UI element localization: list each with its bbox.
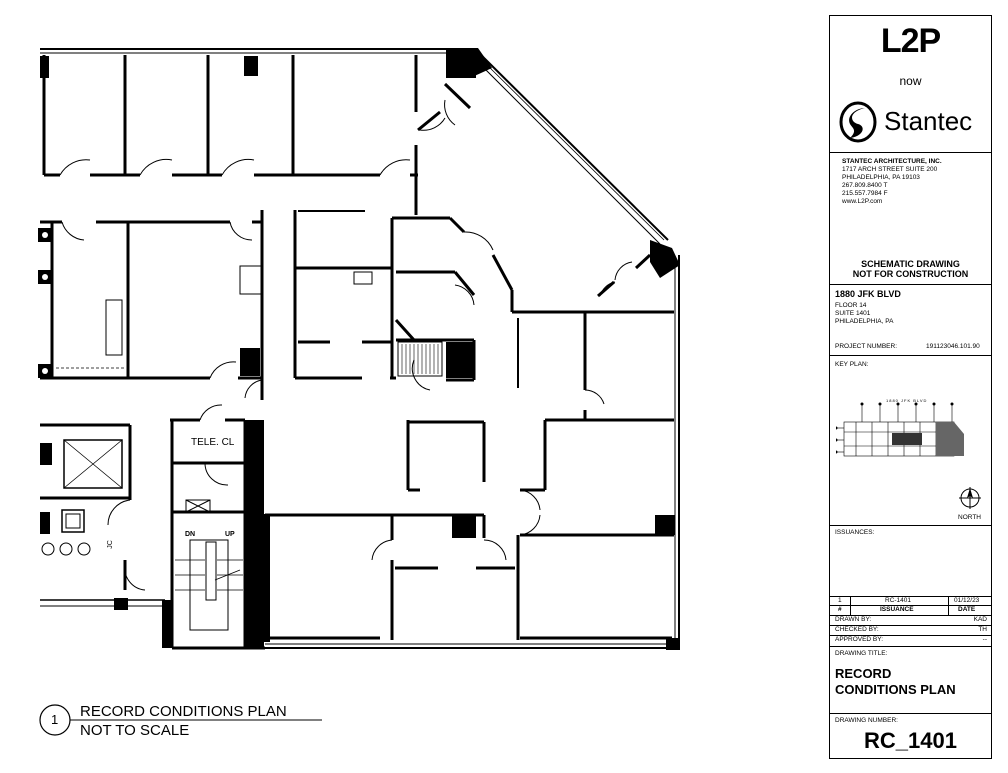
key-plan-street: 1880 JFK BLVD (886, 398, 928, 403)
issuance-header-number: # (838, 606, 842, 613)
firm-phone: 267.809.8400 T (842, 182, 888, 189)
north-label: NORTH (958, 514, 981, 521)
stair-down-label: DN (185, 531, 196, 538)
stair-up-label: UP (225, 531, 235, 538)
issuance-number: 1 (838, 597, 842, 604)
janitor-closet-label: JC (106, 540, 114, 549)
firm-address2: PHILADELPHIA, PA 19103 (842, 174, 920, 181)
stantec-mark-icon (839, 101, 877, 143)
project-city: PHILADELPHIA, PA (835, 318, 894, 325)
issuance-header-date: DATE (958, 606, 976, 613)
l2p-logo: L2P (880, 22, 941, 60)
key-plan-label: KEY PLAN: (835, 361, 869, 368)
drawing-number: RC_1401 (864, 728, 957, 753)
approved-by-label: APPROVED BY: (835, 636, 884, 643)
issuance-date: 01/12/23 (954, 597, 980, 604)
checked-by: TH (978, 626, 987, 633)
firm-fax: 215.557.7984 F (842, 190, 888, 197)
project-number: 191123046.101.90 (926, 343, 980, 350)
stantec-logo: Stantec (838, 100, 986, 144)
drawing-number-label: DRAWING NUMBER: (835, 717, 898, 724)
floor-plan (38, 48, 680, 736)
checked-by-label: CHECKED BY: (835, 626, 879, 633)
not-for-construction-notice: NOT FOR CONSTRUCTION (852, 269, 969, 279)
drawing-title-line2: CONDITIONS PLAN (835, 682, 956, 697)
firm-address1: 1717 ARCH STREET SUITE 200 (842, 166, 938, 173)
plan-title: RECORD CONDITIONS PLAN (80, 703, 287, 720)
stantec-wordmark: Stantec (884, 106, 973, 136)
schematic-notice: SCHEMATIC DRAWING (861, 259, 960, 269)
drawing-number-text: 1 (51, 712, 59, 727)
approved-by: -- (982, 636, 987, 643)
tele-closet-label: TELE. CL (191, 437, 235, 448)
issuance-header-name: ISSUANCE (880, 606, 914, 613)
north-arrow-icon (959, 487, 981, 509)
title-block: L2P now Stantec STANTEC ARCHITECTURE, IN… (829, 15, 992, 759)
drawing-title-label: DRAWING TITLE: (835, 650, 888, 657)
drawn-by-label: DRAWN BY: (835, 616, 872, 623)
project-address: 1880 JFK BLVD (835, 289, 901, 299)
drawing-title-line1: RECORD (835, 666, 892, 681)
firm-name: STANTEC ARCHITECTURE, INC. (842, 158, 942, 165)
plan-scale-note: NOT TO SCALE (80, 722, 190, 739)
project-suite: SUITE 1401 (835, 310, 871, 317)
firm-web: www.L2P.com (842, 198, 883, 205)
project-floor: FLOOR 14 (835, 302, 867, 309)
key-plan: 1880 JFK BLVD (834, 398, 986, 472)
project-number-label: PROJECT NUMBER: (835, 343, 897, 350)
drawn-by: KAD (973, 616, 987, 623)
issuances-label: ISSUANCES: (835, 529, 875, 536)
logo-now-text: now (899, 74, 922, 88)
issuance-name: RC-1401 (885, 597, 912, 604)
